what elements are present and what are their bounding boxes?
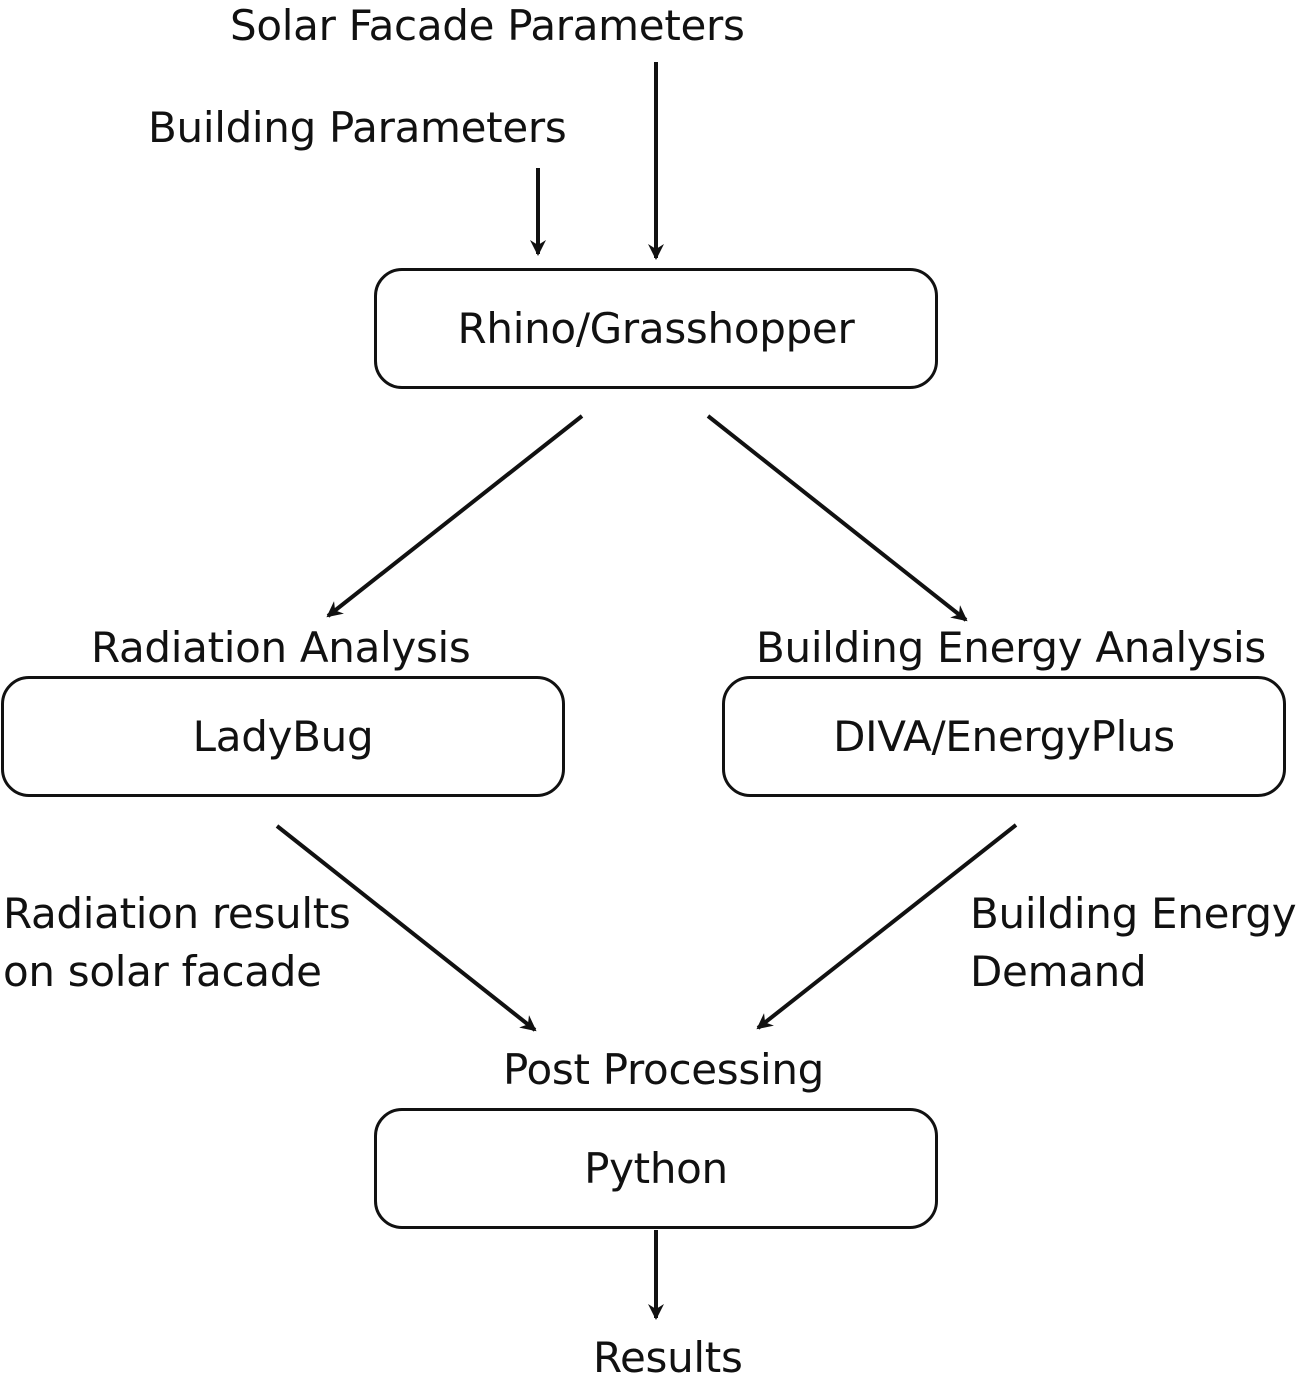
rhino-grasshopper-box: Rhino/Grasshopper <box>374 268 938 389</box>
python-label: Python <box>584 1144 728 1193</box>
post-processing-label: Post Processing <box>503 1045 825 1094</box>
arrow-ladybug-to-post <box>275 824 537 1032</box>
radiation-analysis-label: Radiation Analysis <box>91 623 471 672</box>
results-label: Results <box>593 1333 743 1382</box>
ladybug-box: LadyBug <box>1 676 565 797</box>
arrow-energyplus-to-post <box>756 823 1018 1030</box>
arrow-rhino-to-radiation <box>326 414 584 618</box>
diva-energyplus-label: DIVA/EnergyPlus <box>833 712 1175 761</box>
rhino-grasshopper-label: Rhino/Grasshopper <box>457 304 855 353</box>
radiation-results-label-line1: Radiation results <box>3 889 351 938</box>
python-box: Python <box>374 1108 938 1229</box>
arrow-rhino-to-energy <box>706 414 968 622</box>
radiation-results-label-line2: on solar facade <box>3 947 322 996</box>
ladybug-label: LadyBug <box>192 712 374 761</box>
diva-energyplus-box: DIVA/EnergyPlus <box>722 676 1286 797</box>
energy-demand-label-line1: Building Energy <box>970 889 1297 938</box>
energy-demand-label-line2: Demand <box>970 947 1147 996</box>
building-energy-analysis-label: Building Energy Analysis <box>756 623 1266 672</box>
solar-facade-parameters-label: Solar Facade Parameters <box>230 1 745 50</box>
building-parameters-label: Building Parameters <box>148 103 567 152</box>
